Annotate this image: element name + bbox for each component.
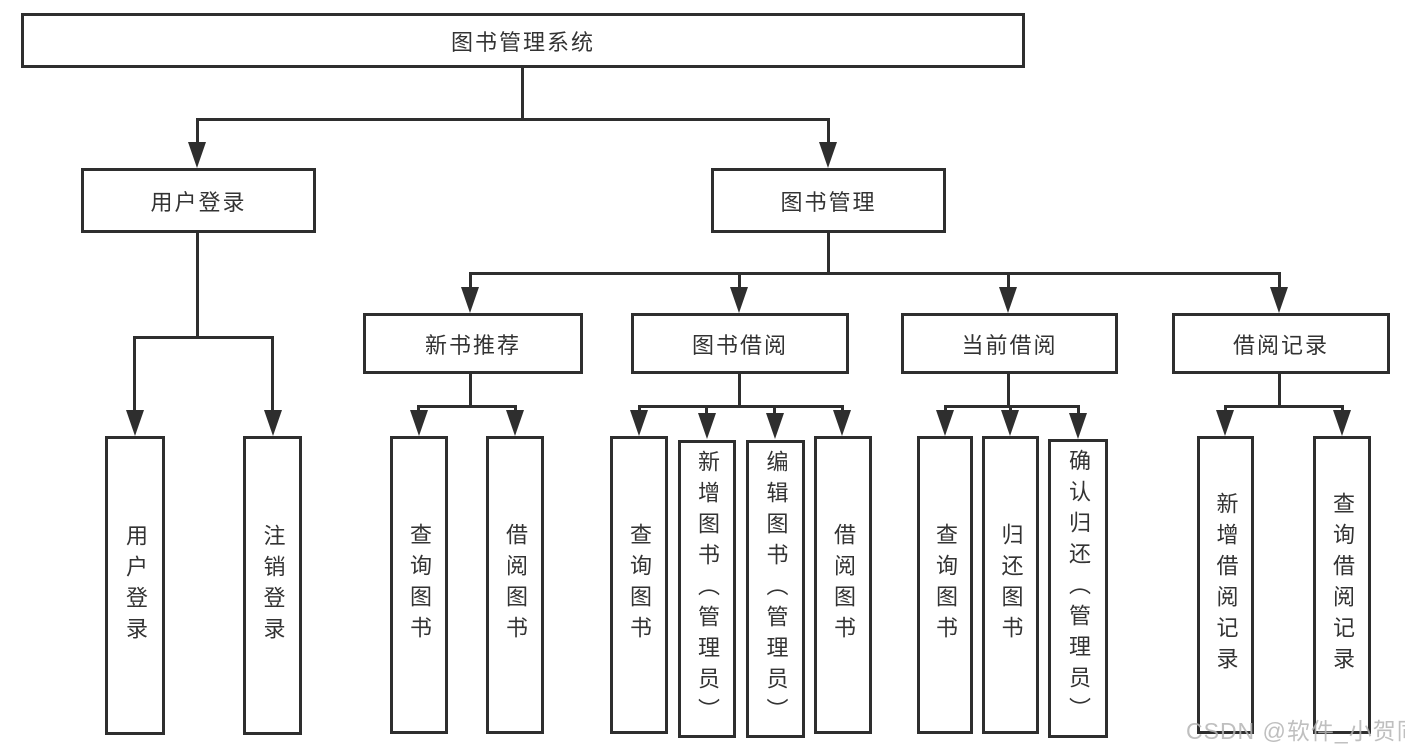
connector-drop xyxy=(1341,405,1344,412)
connector-drop xyxy=(514,405,517,412)
leaf-logout: 注销登录 xyxy=(243,436,302,735)
node-new-book-recommend-label: 新书推荐 xyxy=(424,332,521,358)
arrowhead xyxy=(1270,287,1288,313)
leaf-add-borrow-record: 新增借阅记录 xyxy=(1197,436,1254,734)
leaf-query-books-current: 查询图书 xyxy=(917,436,973,734)
connector-drop xyxy=(1077,405,1080,414)
arrowhead xyxy=(264,410,282,436)
leaf-add-book-admin: 新增图书（管理员） xyxy=(678,440,736,738)
node-borrow-records-label: 借阅记录 xyxy=(1232,332,1329,358)
arrowhead xyxy=(188,142,206,168)
arrowhead xyxy=(698,413,716,439)
arrowhead xyxy=(819,142,837,168)
connector-drop-leaf-logout xyxy=(271,336,274,412)
arrowhead xyxy=(936,410,954,436)
connector-user-login-branch xyxy=(133,336,274,339)
node-current-borrow: 当前借阅 xyxy=(901,313,1118,374)
node-borrow-records: 借阅记录 xyxy=(1172,313,1390,374)
node-book-management: 图书管理 xyxy=(711,168,946,233)
connector-drop-user-login xyxy=(196,118,199,144)
leaf-add-borrow-record-label: 新增借阅记录 xyxy=(1213,492,1239,678)
connector-drop xyxy=(944,405,947,412)
connector-new-book-branch xyxy=(417,405,517,408)
leaf-borrow-books-borrow: 借阅图书 xyxy=(814,436,872,734)
arrowhead xyxy=(730,287,748,313)
leaf-query-books-current-label: 查询图书 xyxy=(933,523,958,647)
leaf-query-books-recommend: 查询图书 xyxy=(390,436,448,734)
csdn-watermark: CSDN @软件_小贺同学 xyxy=(1186,718,1405,744)
node-current-borrow-label: 当前借阅 xyxy=(961,332,1058,358)
connector-book-management-stem xyxy=(827,233,830,275)
leaf-confirm-return-admin-label: 确认归还（管理员） xyxy=(1066,449,1091,728)
leaf-confirm-return-admin: 确认归还（管理员） xyxy=(1048,439,1108,738)
leaf-borrow-books-recommend-label: 借阅图书 xyxy=(503,523,528,647)
arrowhead xyxy=(461,287,479,313)
connector-drop xyxy=(705,405,708,414)
node-user-login: 用户登录 xyxy=(81,168,316,233)
connector-drop xyxy=(841,405,844,412)
arrowhead xyxy=(1216,410,1234,436)
leaf-edit-book-admin-label: 编辑图书（管理员） xyxy=(763,449,789,729)
leaf-borrow-books-borrow-label: 借阅图书 xyxy=(831,523,856,647)
node-book-borrow-label: 图书借阅 xyxy=(691,332,788,358)
leaf-query-books-borrow: 查询图书 xyxy=(610,436,668,734)
connector-drop-new-book xyxy=(469,272,472,288)
connector-drop-current-borrow xyxy=(1007,272,1010,288)
connector-borrow-records-stem xyxy=(1278,374,1281,408)
node-book-management-label: 图书管理 xyxy=(780,189,877,215)
connector-book-borrow-branch xyxy=(638,405,844,408)
leaf-logout-label: 注销登录 xyxy=(260,523,286,648)
leaf-user-login-label: 用户登录 xyxy=(123,523,148,648)
leaf-edit-book-admin: 编辑图书（管理员） xyxy=(746,440,805,738)
arrowhead xyxy=(1333,410,1351,436)
connector-current-borrow-stem xyxy=(1007,374,1010,408)
leaf-return-book: 归还图书 xyxy=(982,436,1039,734)
arrowhead xyxy=(766,413,784,439)
node-book-borrow: 图书借阅 xyxy=(631,313,849,374)
connector-borrow-records-branch xyxy=(1224,405,1344,408)
arrowhead xyxy=(1001,410,1019,436)
arrowhead xyxy=(630,410,648,436)
connector-drop-book-borrow xyxy=(738,272,741,288)
arrowhead xyxy=(410,410,428,436)
connector-drop xyxy=(1009,405,1012,412)
connector-drop-borrow-records xyxy=(1278,272,1281,288)
leaf-query-books-borrow-label: 查询图书 xyxy=(627,523,652,647)
leaf-query-borrow-record-label: 查询借阅记录 xyxy=(1330,492,1355,678)
arrowhead xyxy=(833,410,851,436)
connector-user-login-stem xyxy=(196,233,199,339)
connector-drop xyxy=(638,405,641,412)
leaf-query-borrow-record: 查询借阅记录 xyxy=(1313,436,1371,734)
connector-new-book-stem xyxy=(469,374,472,408)
leaf-query-books-recommend-label: 查询图书 xyxy=(407,523,432,647)
connector-root-stem xyxy=(521,68,524,118)
connector-drop-leaf-user-login xyxy=(133,336,136,412)
leaf-add-book-admin-label: 新增图书（管理员） xyxy=(695,449,720,729)
connector-drop-book-management xyxy=(827,118,830,144)
node-library-system: 图书管理系统 xyxy=(21,13,1025,68)
connector-root-branch xyxy=(196,118,830,121)
node-user-login-label: 用户登录 xyxy=(150,189,247,215)
connector-current-borrow-branch xyxy=(944,405,1080,408)
node-library-system-label: 图书管理系统 xyxy=(450,29,595,55)
arrowhead xyxy=(999,287,1017,313)
arrowhead xyxy=(1069,413,1087,439)
leaf-borrow-books-recommend: 借阅图书 xyxy=(486,436,544,734)
connector-book-borrow-stem xyxy=(738,374,741,408)
arrowhead xyxy=(506,410,524,436)
connector-drop xyxy=(773,405,776,414)
arrowhead xyxy=(126,410,144,436)
connector-book-management-branch xyxy=(469,272,1281,275)
connector-drop xyxy=(417,405,420,412)
leaf-return-book-label: 归还图书 xyxy=(998,523,1024,647)
leaf-user-login: 用户登录 xyxy=(105,436,165,735)
node-new-book-recommend: 新书推荐 xyxy=(363,313,583,374)
connector-drop xyxy=(1224,405,1227,412)
